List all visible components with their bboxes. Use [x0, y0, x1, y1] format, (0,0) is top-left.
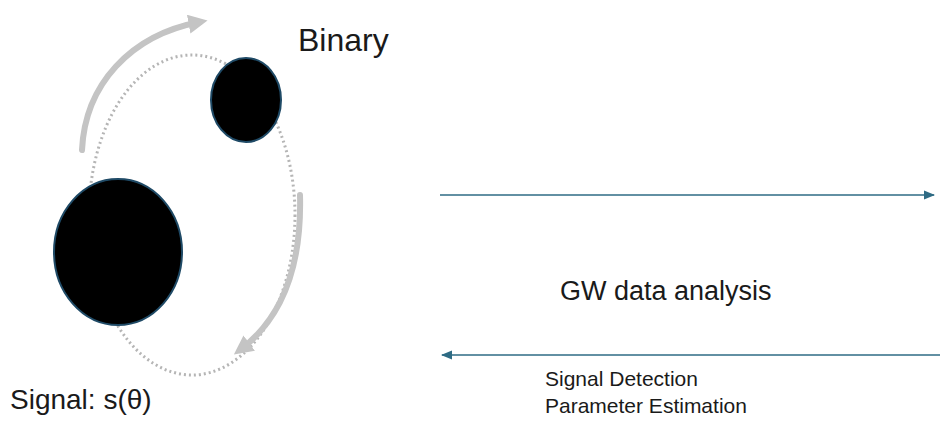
signal-label: Signal: s(θ)	[10, 384, 152, 416]
backward-arrow	[442, 354, 940, 356]
process-label: GW data analysis	[560, 276, 772, 307]
task-label: Signal Detection	[545, 367, 698, 391]
orbit-arrow	[240, 195, 300, 350]
title-label: Binary	[298, 22, 389, 59]
task-label: Parameter Estimation	[545, 394, 747, 418]
forward-arrow	[440, 194, 934, 196]
small-body	[211, 58, 281, 142]
large-body	[54, 179, 182, 325]
orbit-arrow	[82, 22, 200, 150]
